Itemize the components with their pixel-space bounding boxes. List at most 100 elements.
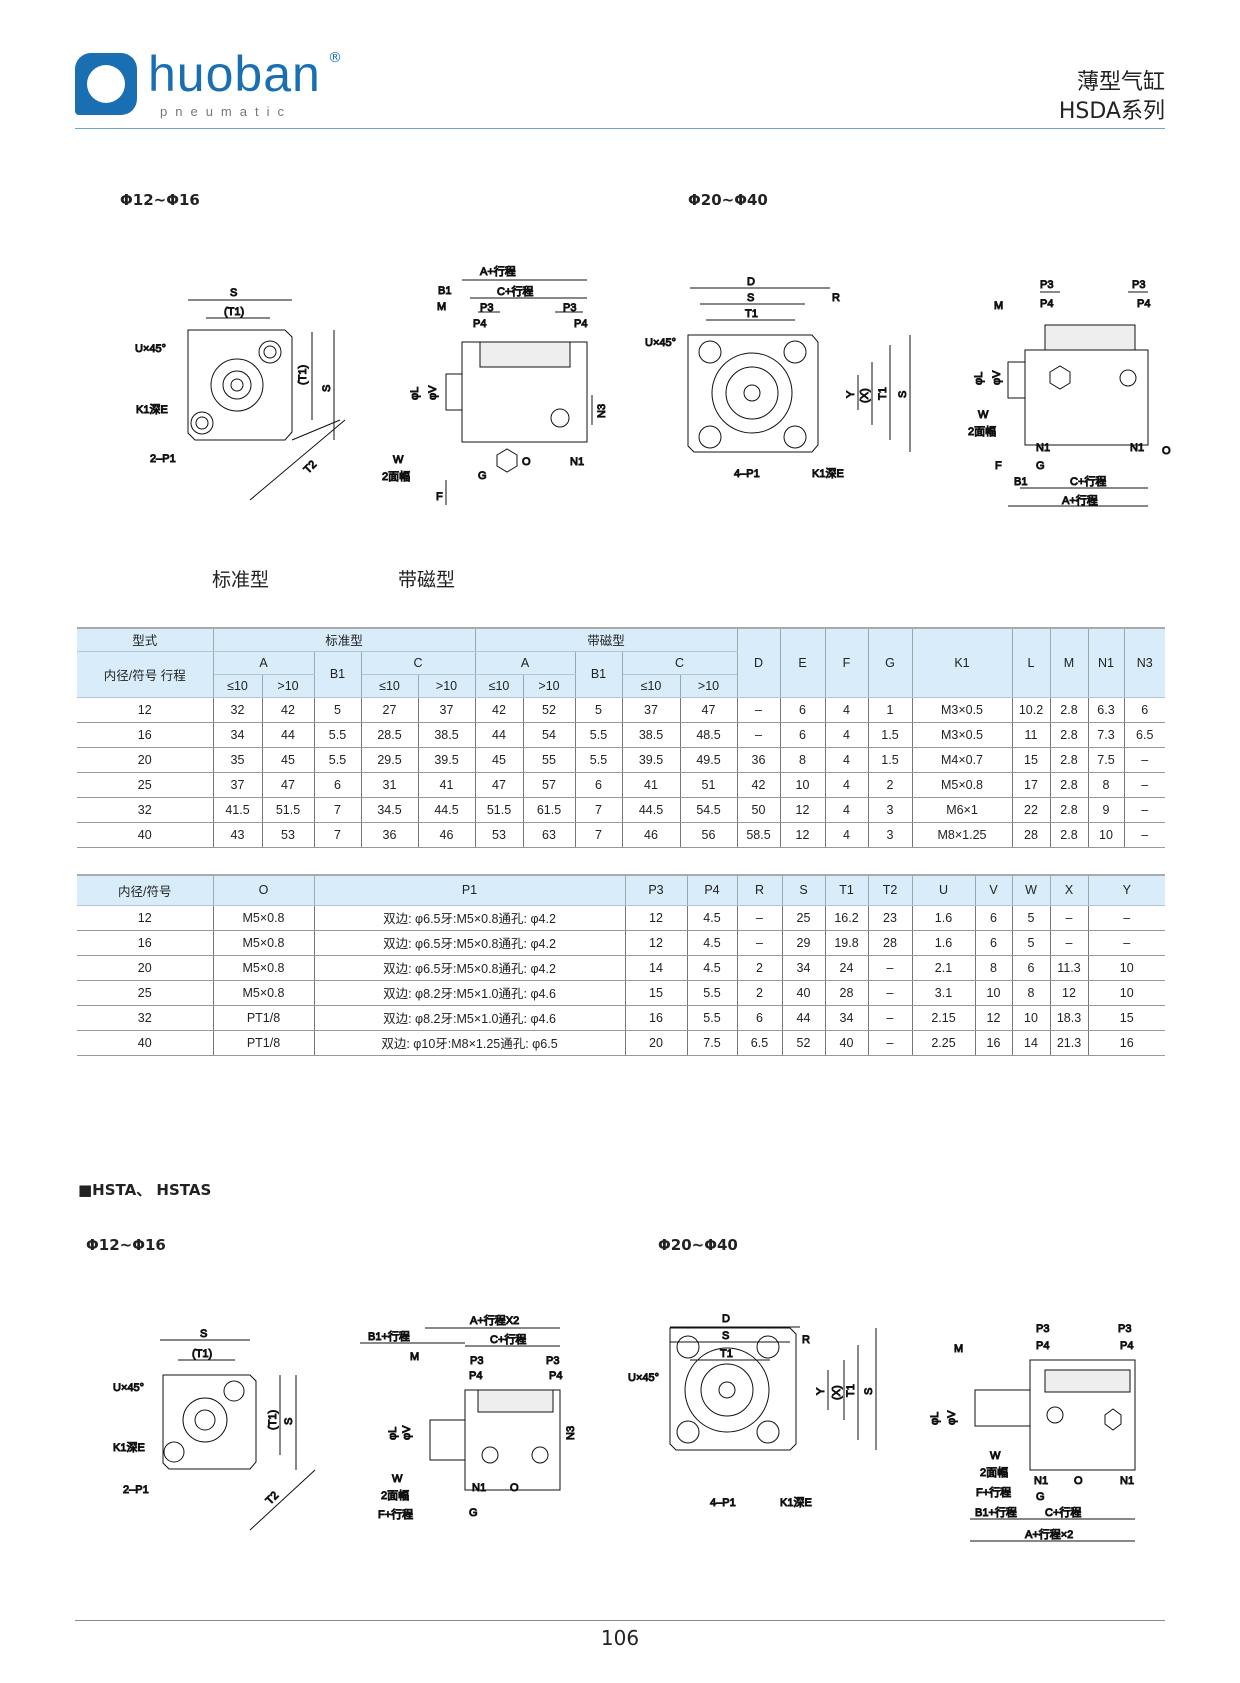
header-gt10: >10	[261, 674, 315, 698]
table-cell: 6.5	[1123, 722, 1165, 748]
table-cell: 34	[824, 1005, 869, 1031]
dim-label: M	[437, 301, 446, 313]
table-cell: 7	[313, 797, 362, 823]
header-M: M	[1049, 628, 1089, 698]
header-le10: ≤10	[621, 674, 681, 698]
table-cell: 8	[1087, 772, 1125, 798]
table-cell: 双边: φ10牙:M8×1.25通孔: φ6.5	[313, 1030, 626, 1056]
drawing-side-view-12-16: A+行程 B1 C+行程 M P3 P3 P4 P4 φL φV N3 W 2面…	[382, 265, 609, 505]
table-cell: 35	[212, 747, 263, 773]
table-cell: 12	[974, 1005, 1013, 1031]
table-cell: 45	[474, 747, 524, 773]
table-cell: 41.5	[212, 797, 263, 823]
table-cell: 10	[1087, 822, 1125, 848]
table-cell: 42	[474, 697, 524, 723]
table-cell: 6	[736, 1005, 783, 1031]
dim-label: T1	[845, 1384, 857, 1397]
table-cell: 4	[824, 747, 869, 773]
table-cell: 12	[779, 822, 826, 848]
dim-label: S	[230, 287, 237, 299]
table-cell: 61.5	[522, 797, 576, 823]
table-cell: 12	[77, 697, 214, 723]
column-header: T1	[824, 875, 869, 906]
table-cell: 4	[824, 772, 869, 798]
table-cell: 7	[574, 797, 623, 823]
header-G: G	[867, 628, 913, 698]
dim-label: N1	[472, 1482, 486, 1494]
dim-label: S	[897, 391, 909, 398]
dim-label: B1+行程	[975, 1506, 1017, 1519]
table-cell: 34.5	[360, 797, 419, 823]
table-cell: 7.5	[686, 1030, 738, 1056]
column-header: S	[781, 875, 826, 906]
table-cell: 16	[1087, 1030, 1165, 1056]
dim-label: U×45°	[135, 343, 166, 355]
table-cell: 44	[781, 1005, 826, 1031]
table-cell: 28	[824, 980, 869, 1006]
table-cell: 8	[974, 955, 1013, 981]
table-cell: –	[1049, 930, 1089, 956]
drawing-side-view-hsta-12-16: A+行程X2 B1+行程 C+行程 M P3 P3 P4 P4 φL φV N3…	[360, 1314, 578, 1522]
table-cell: 6.3	[1087, 697, 1125, 723]
table-cell: 21.3	[1049, 1030, 1089, 1056]
table-cell: 16	[77, 722, 214, 748]
table-cell: 16.2	[824, 905, 869, 931]
dim-label: (X)	[831, 1385, 843, 1400]
table-cell: 32	[77, 797, 214, 823]
section-label-bottom-right: Φ20~Φ40	[658, 1236, 738, 1254]
dim-label: A+行程X2	[470, 1314, 519, 1327]
table-cell: 20	[77, 747, 214, 773]
table-cell: 2.8	[1049, 722, 1089, 748]
table-cell: 44	[474, 722, 524, 748]
header-standard: 标准型	[212, 628, 476, 652]
drawing-front-view-12-16: S (T1) U×45° K1深E 2–P1 (T1) S T2	[135, 287, 346, 501]
table-cell: 3	[867, 822, 913, 848]
table-cell: 14	[1011, 1030, 1051, 1056]
table-cell: 45	[261, 747, 315, 773]
column-header: P3	[624, 875, 688, 906]
dim-label: P4	[1120, 1340, 1133, 1352]
dim-label: R	[802, 1334, 810, 1346]
table-cell: 39.5	[621, 747, 681, 773]
drawing-side-view-hsta-20-40: P3 P4 P3 P4 M φL φV W 2面幅 F+行程 N1 O N1 G…	[929, 1323, 1136, 1542]
header-le10: ≤10	[474, 674, 524, 698]
table-cell: –	[867, 980, 913, 1006]
dim-label: φL	[973, 372, 985, 385]
table-cell: 4	[824, 722, 869, 748]
dim-label: G	[478, 470, 487, 482]
dim-label: T1	[745, 308, 758, 320]
table-cell: 16	[77, 930, 214, 956]
dim-label: P3	[1036, 1323, 1049, 1335]
table-cell: –	[736, 905, 783, 931]
table-cell: 双边: φ6.5牙:M5×0.8通孔: φ4.2	[313, 905, 626, 931]
table-cell: M6×1	[911, 797, 1013, 823]
table-cell: 6.5	[736, 1030, 783, 1056]
table-cell: 41	[621, 772, 681, 798]
table-cell: 16	[624, 1005, 688, 1031]
table-cell: M5×0.8	[212, 980, 315, 1006]
table-cell: 23	[867, 905, 913, 931]
table-cell: –	[1049, 905, 1089, 931]
dim-label: G	[469, 1507, 478, 1519]
table-cell: 6	[1011, 955, 1051, 981]
table-cell: 58.5	[736, 822, 781, 848]
table-cell: 2.8	[1049, 772, 1089, 798]
table-cell: 3.1	[911, 980, 976, 1006]
table-cell: 1.5	[867, 722, 913, 748]
drawing-side-view-20-40: P3 P4 P3 P4 M φL φV W 2面幅 N1 N1 O F G B1…	[968, 279, 1172, 508]
dim-label: N1	[1034, 1475, 1048, 1487]
table-cell: 17	[1011, 772, 1051, 798]
table-cell: 11	[1011, 722, 1051, 748]
table-cell: 51.5	[261, 797, 315, 823]
dim-label: O	[522, 456, 531, 468]
table-cell: 2.8	[1049, 697, 1089, 723]
table-cell: M8×1.25	[911, 822, 1013, 848]
column-header: V	[974, 875, 1013, 906]
dim-label: U×45°	[113, 1382, 144, 1394]
table-cell: 52	[781, 1030, 826, 1056]
table-cell: 44	[261, 722, 315, 748]
page-number: 106	[600, 1626, 640, 1650]
